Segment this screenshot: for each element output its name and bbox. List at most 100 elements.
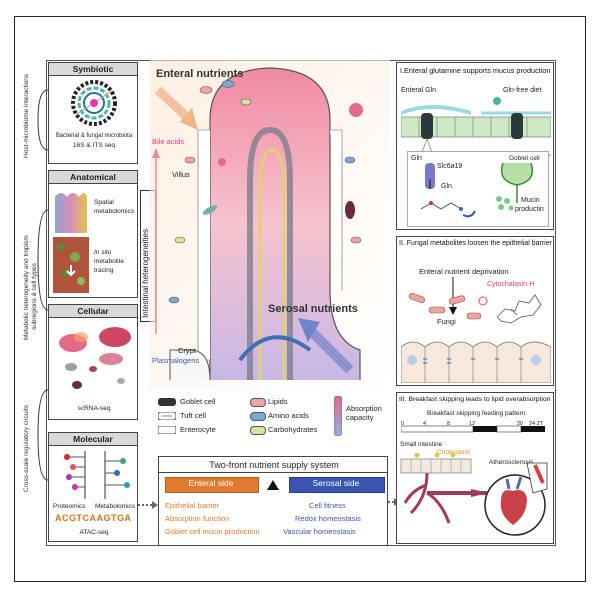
panel-breakfast-title: III. Breakfast skipping leads to lipid o… — [399, 396, 551, 403]
enteral-item-2: Absorption function — [165, 514, 230, 523]
fungi-and-molecule — [409, 292, 542, 324]
goblet-cell-shape — [500, 163, 534, 203]
carbohydrates-swatch — [250, 426, 266, 435]
label-crypt: Crypt — [178, 346, 196, 355]
molecular-caption: ATAC-seq — [79, 529, 109, 536]
tuft-cell-icon — [158, 412, 176, 420]
anatomical-label-1: Spatial — [94, 199, 114, 206]
serosal-item-2: Redox homeostasis — [295, 514, 361, 523]
absorption-capacity-bar — [334, 396, 342, 436]
gln-label-bottom: Gln — [441, 183, 452, 190]
feeding-pattern-label: Breakfast skipping feeding pattern — [427, 410, 526, 417]
amino-acids-swatch — [250, 412, 266, 421]
umap-plot — [59, 327, 131, 389]
left-connectors — [37, 89, 49, 481]
legend-absorption-1: Absorption — [346, 404, 382, 413]
label-cross-scale: Cross-scale regulatory circuits — [23, 404, 30, 492]
molecular-label-1: Proteomics — [53, 503, 86, 510]
small-intestine-label: Small intestine — [400, 441, 443, 448]
enteral-side-label: Enteral side — [188, 478, 234, 488]
mucin-label-2: productin — [515, 206, 544, 213]
label-bile-acids: Bile acids — [152, 137, 185, 146]
tick-0: 0 — [401, 421, 405, 427]
enteral-side-bar — [165, 477, 259, 493]
mucin-dots — [496, 196, 514, 211]
panel-fungal-title: II. Fungal metabolites loosen the epithe… — [399, 240, 552, 247]
molecular-label-2: Metabolomics — [95, 503, 136, 510]
label-intestinal-heterogeneities: Intestinal heterogeneities — [141, 229, 150, 318]
goblet-cell-label: Goblet cell — [509, 155, 540, 162]
panel-molecular-title: Molecular — [49, 433, 137, 446]
panel-glutamine: I.Enteral glutamine supports mucus produ… — [396, 62, 554, 230]
tick-4: 4 — [423, 421, 427, 427]
lollipop-plot — [64, 451, 130, 499]
serosal-side-label: Serosal side — [312, 478, 360, 488]
slc6a19-label: Slc6a19 — [437, 163, 463, 170]
legend-goblet: Goblet cell — [180, 397, 216, 406]
deprivation-label: Enteral nutrient deprivation — [419, 267, 509, 276]
anatomical-label-3: In situ — [94, 249, 112, 256]
anatomical-label-4: metabolite — [94, 258, 124, 265]
legend-enterocyte: Enterocyte — [180, 425, 216, 434]
pink-arrow-up — [152, 148, 160, 334]
panel-anatomical: Anatomical Spatial metabolomics In situ … — [48, 170, 138, 298]
enteral-gln-label: Enteral Gln — [401, 87, 437, 94]
symbiotic-caption-2: 16S & ITS seq — [73, 142, 115, 149]
slc-transporter-icon — [425, 163, 435, 189]
anatomical-label-2: metabolomics — [94, 208, 135, 215]
gln-free-label: Gln-free diet — [503, 87, 542, 94]
lipids-swatch — [250, 398, 266, 407]
legend-absorption-2: capacity — [346, 413, 374, 422]
label-metabolic: Metabolic heterogeneity and tropism — [23, 235, 30, 340]
panel-two-front: Two-front nutrient supply system Enteral… — [158, 456, 388, 546]
feeding-timeline — [401, 425, 545, 433]
panel-breakfast: III. Breakfast skipping leads to lipid o… — [396, 392, 554, 544]
loosened-epithelium — [401, 341, 551, 383]
serosal-item-1: Cell fitness — [309, 501, 346, 510]
serosal-side-bar — [289, 477, 385, 493]
enteral-item-1: Epithelial barrier — [165, 501, 220, 510]
balance-triangle — [267, 480, 279, 490]
tick-24: 24 ZT — [529, 421, 544, 427]
tick-12: 12 — [469, 421, 476, 427]
panel-symbiotic: Symbiotic Bacterial & fungal microbiota … — [48, 62, 138, 164]
dna-motif: ACGTCAAGTGA — [55, 513, 132, 523]
villus-diagram — [150, 60, 390, 390]
panel-glutamine-title: I.Enteral glutamine supports mucus produ… — [400, 66, 551, 75]
goblet-cell-icon — [158, 398, 176, 406]
tick-16: 16 — [493, 421, 500, 427]
glutamine-molecule — [420, 201, 476, 218]
label-host-microbiome: Host-microbiome interactions — [23, 73, 30, 158]
intestine-heart-illustration — [400, 453, 548, 536]
label-villus: Villus — [172, 170, 190, 179]
outer-frame — [14, 16, 586, 582]
spatial-tissue-image — [55, 193, 87, 233]
legend-tuft: Tuft cell — [180, 411, 206, 420]
anatomical-label-5: tracing — [94, 267, 114, 274]
legend-carbohydrates: Carbohydrates — [268, 425, 318, 434]
fungi-label: Fungi — [437, 317, 456, 326]
legend-amino-acids: Amino acids — [268, 411, 309, 420]
label-serosal-nutrients: Serosal nutrients — [268, 303, 358, 315]
panel-symbiotic-title: Symbiotic — [49, 63, 137, 76]
enterocyte-icon — [158, 426, 176, 434]
tick-8: 8 — [447, 421, 451, 427]
cholesterol-label: Cholesterol — [437, 449, 470, 456]
cellular-caption: scRNA-seq — [77, 405, 111, 412]
serosal-item-3: Vascular homeostasis — [283, 527, 356, 536]
panel-anatomical-title: Anatomical — [49, 171, 137, 184]
panel-cellular-title: Cellular — [49, 305, 137, 318]
legend: Goblet cell Tuft cell Enterocyte Lipids … — [156, 396, 388, 452]
two-front-divider — [159, 472, 387, 473]
in-situ-tissue-image — [53, 237, 89, 293]
atherosclerosis-label: Atherosclerosis — [489, 459, 534, 466]
two-front-title: Two-front nutrient supply system — [209, 460, 339, 470]
panel-cellular: Cellular scRNA-seq — [48, 304, 138, 420]
microbiota-circle-plot — [71, 80, 117, 126]
tick-20: 20 — [517, 421, 524, 427]
panel-fungal: II. Fungal metabolites loosen the epithe… — [396, 236, 554, 386]
legend-lipids: Lipids — [268, 397, 288, 406]
cytochalasin-label: Cytochalasin-H — [487, 281, 535, 288]
gln-label-top: Gln — [411, 155, 422, 162]
symbiotic-caption-1: Bacterial & fungal microbiota — [55, 133, 133, 139]
